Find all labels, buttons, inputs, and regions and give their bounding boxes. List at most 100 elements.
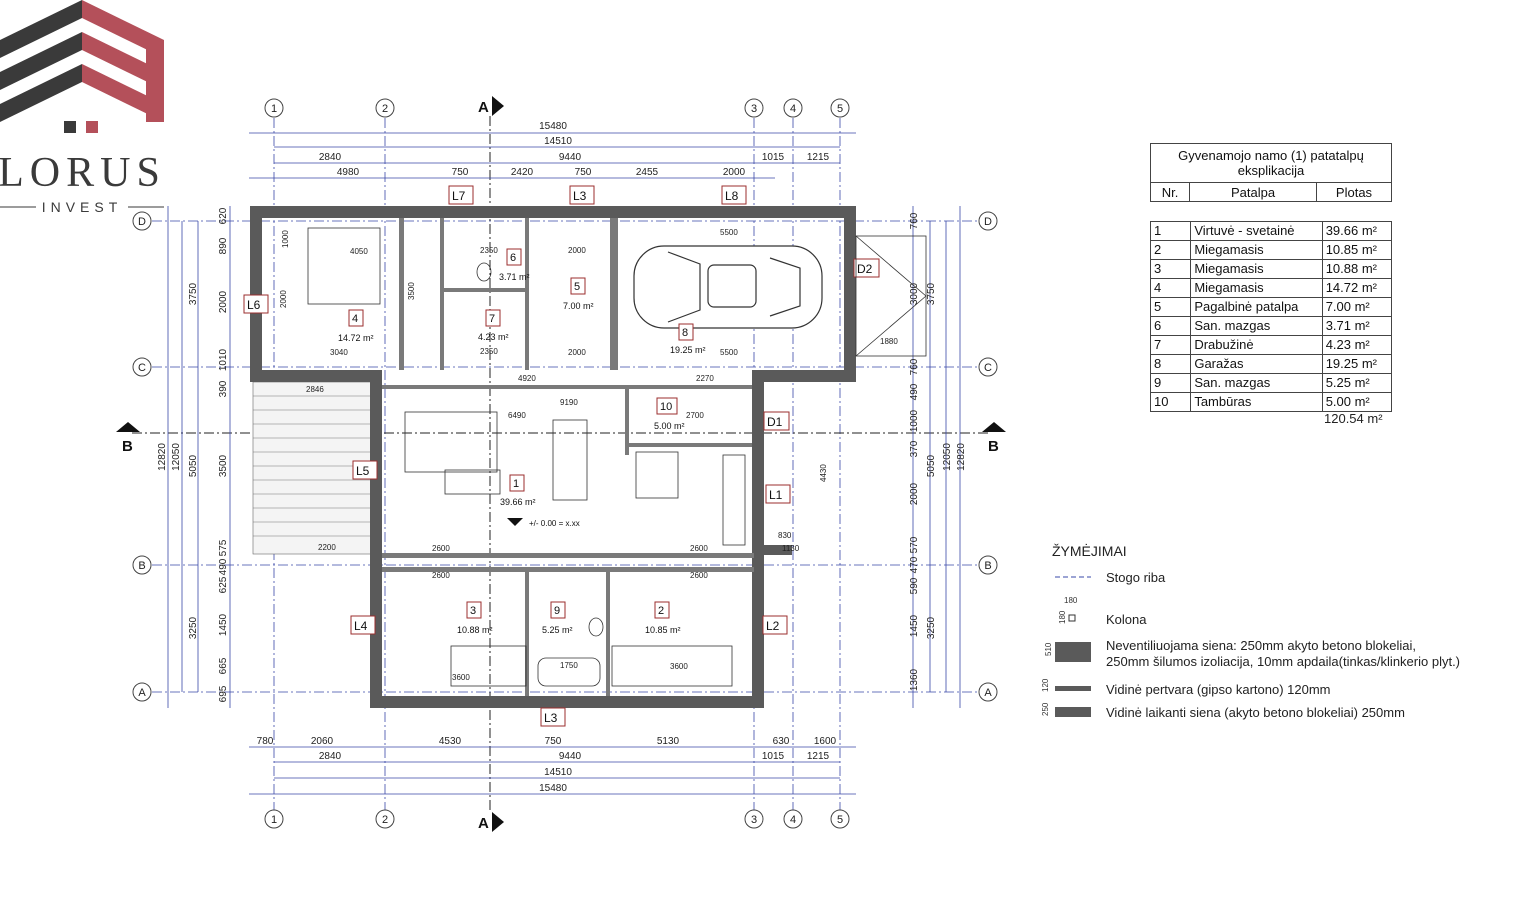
svg-text:L4: L4 [354,619,368,633]
bearing-wall-dim: 250 [1041,702,1050,716]
grid-col-1-top: 1 [264,98,284,118]
dim-right-inner: 570 [909,536,920,553]
window-l5: L5 [352,460,378,480]
grid-col-5-bottom: 5 [830,809,850,829]
interior-dim: 2000 [568,348,586,357]
grid-col-2-bottom: 2 [375,809,395,829]
interior-dim: 1000 [281,230,290,248]
interior-dim: 2200 [318,543,336,552]
grid-row-d-left: D [132,211,152,231]
explication-header-table: Gyvenamojo namo (1) patatalpų eksplikaci… [1150,143,1392,202]
svg-text:D1: D1 [767,415,783,429]
explication-cell-room: San. mazgas [1190,316,1323,336]
explication-cell-nr: 10 [1149,392,1192,412]
dimensions-bottom: 780 2060 4530 750 5130 630 1600 2840 944… [257,736,837,794]
toilet-room-9 [588,617,604,637]
grid-bubbles: 1 2 3 4 5 1 2 3 4 5 D C B A D C B A [132,98,998,829]
dim-right-middle: 5050 [926,454,937,477]
svg-text:10.88 m²: 10.88 m² [457,625,493,635]
furniture [307,227,746,687]
legend-bearing-wall: Vidinė laikanti siena (akyto betono blok… [1106,705,1405,720]
explication-cell-room: Drabužinė [1190,335,1323,355]
exterior-wall-dim: 510 [1044,642,1053,656]
explication-cell-nr: 1 [1149,221,1192,241]
explication-cell-area: 19.25 m² [1321,354,1393,374]
grid-col-3-bottom: 3 [744,809,764,829]
dining-table [552,419,588,501]
column-dim: 180 [1064,596,1078,605]
interior-dim: 2000 [279,290,288,308]
window-l7: L7 [448,185,474,205]
interior-dim: 2600 [432,544,450,553]
interior-dim: 2600 [432,571,450,580]
explication-col-area: Plotas [1316,182,1392,202]
svg-text:5: 5 [837,103,843,115]
interior-dim: 3040 [330,348,348,357]
car-icon [633,245,823,329]
svg-text:L5: L5 [356,464,370,478]
dim-left-inner: 890 [218,237,229,254]
interior-dim: 2350 [480,347,498,356]
dim-bottom-inner: 5130 [657,736,680,747]
sofa [404,411,498,473]
carport [855,235,927,357]
svg-text:7.00 m²: 7.00 m² [563,301,594,311]
svg-text:39.66 m²: 39.66 m² [500,497,536,507]
svg-text:3: 3 [470,605,476,617]
bed-room-2 [611,645,733,687]
grid-col-5-top: 5 [830,98,850,118]
dim-top-middle: 9440 [559,152,582,163]
svg-text:2: 2 [658,605,664,617]
dimension-lines [167,132,961,795]
window-l1: L1 [765,484,791,504]
svg-text:1: 1 [513,478,519,490]
dim-left-inner: 2000 [218,290,229,313]
explication-total: 120.54 m² [1324,411,1383,426]
grid-row-a-right: A [978,682,998,702]
dim-left-inner: 390 [218,380,229,397]
dim-top-inner: 750 [575,167,592,178]
grid-row-d-right: D [978,211,998,231]
dim-top-inner: 2000 [723,167,746,178]
explication-cell-nr: 9 [1149,373,1192,393]
dim-right-inner: 2000 [909,482,920,505]
legend-column: Kolona [1106,612,1147,627]
grid-row-c-right: C [978,357,998,377]
dim-top-inner: 750 [452,167,469,178]
room-5-tag: 57.00 m² [563,277,594,311]
svg-text:2: 2 [382,103,388,115]
logo-mark [0,0,164,133]
dim-right-axes: 12050 [942,443,953,471]
floor-plan: 1 2 3 4 5 1 2 3 4 5 D C B A D C B A A A … [116,96,1006,832]
interior-dim: 6490 [508,411,526,420]
legend-exterior-wall: Neventiliuojama siena: 250mm akyto beton… [1106,638,1417,653]
svg-text:3: 3 [751,103,757,115]
legend: ŽYMĖJIMAI 180 180 510 120 250 Stogo riba… [1035,540,1505,730]
interior-dim: 2600 [690,571,708,580]
explication-cell-room: Garažas [1190,354,1323,374]
dim-bottom-axes: 14510 [544,767,572,778]
svg-text:D2: D2 [857,262,873,276]
dim-left-middle: 3750 [188,282,199,305]
svg-text:B: B [984,560,991,572]
room-8-tag: 819.25 m² [670,323,706,355]
explication-cell-room: Virtuvė - svetainė [1190,221,1323,241]
svg-text:+/- 0.00 = x.xx: +/- 0.00 = x.xx [529,519,580,528]
interior-dim: 2350 [480,246,498,255]
explication-col-room: Patalpa [1189,182,1317,202]
svg-text:B: B [122,438,133,455]
window-l2: L2 [762,615,788,635]
grid-col-1-bottom: 1 [264,809,284,829]
svg-text:4: 4 [790,103,796,115]
dim-bottom-inner: 630 [773,736,790,747]
dim-right-middle: 3250 [926,616,937,639]
explication-cell-area: 4.23 m² [1321,335,1393,355]
svg-text:5: 5 [837,814,843,826]
dim-left-inner: 490 [218,558,229,575]
svg-text:4: 4 [790,814,796,826]
explication-cell-nr: 2 [1149,240,1192,260]
